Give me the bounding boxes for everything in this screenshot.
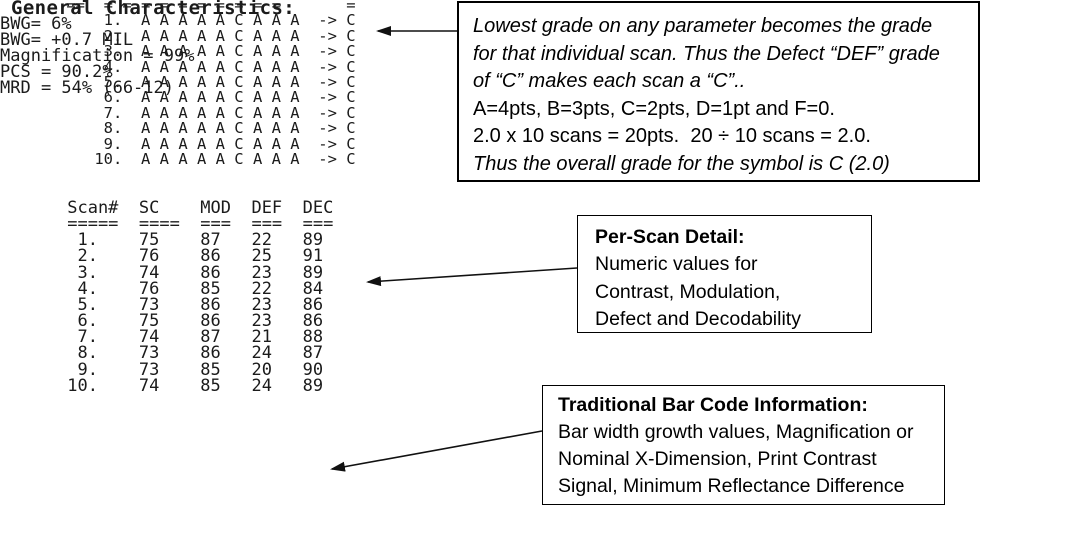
pcs-line: PCS = 90.2%: [0, 61, 113, 82]
callout-text-line: Numeric values for: [595, 253, 758, 276]
callout-text-line: Defect and Decodability: [595, 308, 801, 331]
grade-explanation-callout: Lowest grade on any parameter becomes th…: [457, 1, 980, 182]
per-scan-detail-callout: Per-Scan Detail: Numeric values for Cont…: [577, 215, 872, 333]
bwg-mil-line: BWG= +0.7 MIL: [0, 29, 134, 50]
magnification-line: Magnification = 99%: [0, 45, 195, 66]
general-characteristics-heading: General Characteristics:: [11, 0, 296, 19]
callout-text-line: for that individual scan. Thus the Defec…: [473, 42, 940, 65]
arrow-to-per-scan-table: [366, 267, 578, 287]
callout-text-line: Nominal X-Dimension, Print Contrast: [558, 448, 877, 470]
scan-grade-summary-block: == = = = = = = = = = = = 1. A A A A A C …: [66, 0, 356, 169]
callout-text-line: 2.0 x 10 scans = 20pts. 20 ÷ 10 scans = …: [473, 125, 871, 148]
barcode-info-callout: Traditional Bar Code Information: Bar wi…: [542, 385, 945, 505]
callout-title: Traditional Bar Code Information:: [558, 394, 868, 416]
callout-text-line: Signal, Minimum Reflectance Difference: [558, 475, 905, 497]
callout-text-line: Lowest grade on any parameter becomes th…: [473, 15, 933, 37]
callout-text-line: Thus the overall grade for the symbol is…: [473, 152, 890, 175]
bwg-percent-line: BWG= 6%: [0, 14, 72, 34]
callout-title: Per-Scan Detail:: [595, 226, 745, 248]
callout-text-line: of “C” makes each scan a “C”..: [473, 70, 746, 93]
arrow-to-general-characteristics: [330, 430, 543, 472]
per-scan-detail-table: Scan# SC MOD DEF DEC ===== ==== === === …: [67, 198, 334, 396]
callout-text-line: Bar width growth values, Magnification o…: [558, 421, 914, 443]
mrd-line: MRD = 54% (66-12): [0, 77, 174, 98]
callout-text-line: Contrast, Modulation,: [595, 280, 781, 303]
general-characteristics-block: General Characteristics: BWG= 6% BWG= +0…: [0, 0, 1091, 97]
callout-text-line: A=4pts, B=3pts, C=2pts, D=1pt and F=0.: [473, 97, 835, 120]
